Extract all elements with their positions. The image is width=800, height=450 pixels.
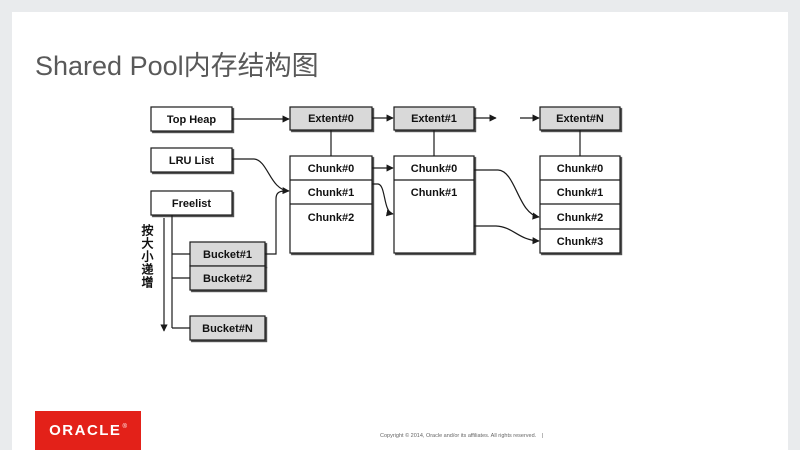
freelist-box: Freelist (150, 190, 233, 216)
bucket-2-box: Bucket#2 (189, 265, 266, 291)
bucket-2-label: Bucket#2 (203, 273, 252, 285)
slide-title: Shared Pool内存结构图 (35, 51, 319, 81)
lru-list-box: LRU List (150, 147, 233, 173)
extent-1-chunk-0-label: Chunk#0 (411, 163, 457, 175)
extent-n-chunk-0-label: Chunk#0 (557, 163, 603, 175)
extent-n-label: Extent#N (556, 113, 604, 125)
extent-0-chunk-2-label: Chunk#2 (308, 212, 354, 224)
bucket-n-box: Bucket#N (189, 315, 266, 341)
extent-1-box: Extent#1 (393, 106, 475, 131)
extent-0-box: Extent#0 (289, 106, 373, 131)
extent-1-chunk-block-frame (393, 155, 475, 254)
lru-list-label: LRU List (169, 155, 215, 167)
top-heap-box: Top Heap (150, 106, 233, 132)
extent-1-label: Extent#1 (411, 113, 457, 125)
footer-separator: | (541, 433, 544, 439)
copyright-footer: Copyright © 2014, Oracle and/or its affi… (380, 433, 543, 440)
oracle-logo-text: ORACLE (49, 422, 122, 439)
bucket-1-label: Bucket#1 (203, 249, 252, 261)
extent-1-chunk-block: Chunk#0 Chunk#1 (393, 155, 475, 254)
bucket-n-label: Bucket#N (202, 323, 253, 335)
registered-mark: ® (122, 423, 127, 430)
extent-n-box: Extent#N (539, 106, 621, 131)
lru-list-box-frame (150, 147, 233, 173)
extent-0-chunk-1-label: Chunk#1 (308, 187, 354, 199)
extent-1-chunk-1-label: Chunk#1 (411, 187, 457, 199)
bucket-1-box: Bucket#1 (189, 241, 266, 267)
size-order-note: 按大小递增 (140, 224, 154, 289)
extent-0-chunk-0-label: Chunk#0 (308, 163, 354, 175)
freelist-box-frame (150, 190, 233, 216)
copyright-text: Copyright © 2014, Oracle and/or its affi… (380, 433, 537, 439)
bucket-1-box-frame (189, 241, 266, 267)
freelist-label: Freelist (172, 198, 211, 210)
extent-0-label: Extent#0 (308, 113, 354, 125)
chunk-link-arrow (372, 183, 394, 217)
extent-0-chunk-block: Chunk#0 Chunk#1 Chunk#2 (289, 155, 373, 254)
chunk-link-arrow (474, 169, 540, 220)
top-heap-label: Top Heap (167, 114, 217, 126)
oracle-logo: ORACLE ® (35, 411, 141, 450)
lru-to-chunk-arrow (232, 158, 290, 195)
bucket-n-box-frame (189, 315, 266, 341)
bucket-1-to-chunk-line (265, 190, 286, 255)
chunk-link-arrow (474, 225, 540, 245)
extent-n-chunk-3-label: Chunk#3 (557, 236, 603, 248)
extent-n-chunk-block: Chunk#0 Chunk#1 Chunk#2 Chunk#3 (539, 155, 621, 254)
extent-n-chunk-2-label: Chunk#2 (557, 212, 603, 224)
top-heap-box-frame (150, 106, 233, 132)
extent-n-chunk-1-label: Chunk#1 (557, 187, 603, 199)
bucket-2-box-frame (189, 265, 266, 291)
